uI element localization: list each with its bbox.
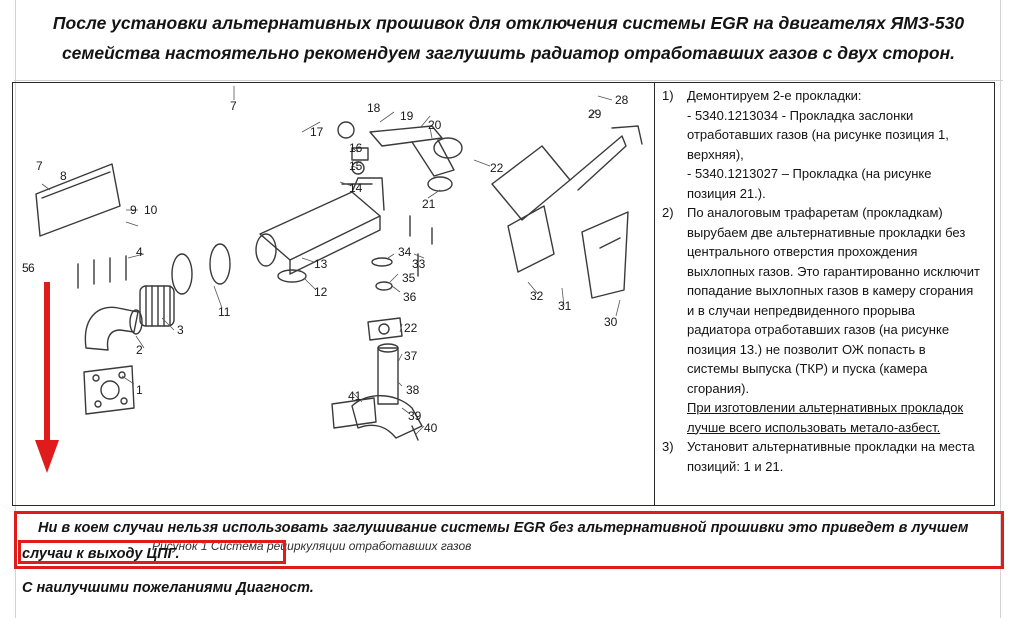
svg-text:12: 12 — [314, 285, 328, 299]
svg-text:30: 30 — [604, 315, 618, 329]
svg-text:14: 14 — [349, 181, 363, 195]
gasket-part-1 — [83, 365, 135, 415]
svg-text:17: 17 — [310, 125, 324, 139]
svg-text:11: 11 — [218, 305, 231, 319]
connecting-pipe-part — [377, 347, 399, 405]
egr-system-figure: 7 17 18 19 20 16 15 14 21 22 28 29 30 31… — [22, 86, 647, 553]
header-rule — [14, 80, 1003, 81]
svg-text:16: 16 — [349, 141, 363, 155]
svg-text:4: 4 — [136, 245, 143, 259]
svg-text:6: 6 — [28, 261, 35, 275]
step-number: 3) — [662, 439, 674, 454]
step-number: 2) — [662, 205, 674, 220]
svg-text:40: 40 — [424, 421, 438, 435]
elbow-pipe-part — [84, 306, 139, 351]
svg-text:19: 19 — [400, 109, 414, 123]
step-1: 1) Демонтируем 2-е прокладки: - 5340.121… — [662, 86, 980, 203]
red-down-arrow-icon — [35, 282, 59, 473]
svg-text:38: 38 — [406, 383, 420, 397]
svg-text:18: 18 — [367, 101, 381, 115]
o-ring-part — [337, 121, 355, 139]
step-2: 2) По аналоговым трафаретам (прокладкам)… — [662, 203, 980, 437]
svg-text:13: 13 — [314, 257, 328, 271]
instruction-steps: 1) Демонтируем 2-е прокладки: - 5340.121… — [662, 86, 980, 476]
svg-text:1: 1 — [136, 383, 143, 397]
svg-text:20: 20 — [428, 118, 442, 132]
svg-text:15: 15 — [349, 159, 363, 173]
egr-valve-part — [491, 145, 571, 221]
step-number: 1) — [662, 88, 674, 103]
svg-text:9: 9 — [130, 203, 137, 217]
svg-text:39: 39 — [408, 409, 422, 423]
svg-text:32: 32 — [530, 289, 544, 303]
svg-text:28: 28 — [615, 93, 629, 107]
seal-ring-part — [277, 269, 307, 283]
svg-text:7: 7 — [36, 159, 43, 173]
svg-text:34: 34 — [398, 245, 412, 259]
svg-text:3: 3 — [177, 323, 184, 337]
signoff: С наилучшими пожеланиями Диагност. — [22, 580, 314, 596]
page-title: После установки альтернативных прошивок … — [52, 13, 965, 63]
egr-diagram-drawing: 7 17 18 19 20 16 15 14 21 22 28 29 30 31… — [22, 86, 643, 441]
svg-text:10: 10 — [144, 203, 158, 217]
svg-text:33: 33 — [412, 257, 426, 271]
svg-text:29: 29 — [588, 107, 602, 121]
table-column-divider — [654, 82, 655, 506]
svg-text:36: 36 — [403, 290, 417, 304]
svg-text:22: 22 — [490, 161, 504, 175]
page-edge-left — [15, 0, 16, 618]
heat-shield-part — [35, 163, 121, 237]
step-3: 3) Установит альтернативные прокладки на… — [662, 437, 980, 476]
warning-frame — [14, 511, 1004, 569]
svg-text:22: 22 — [404, 321, 418, 335]
step-note: При изготовлении альтернативных прокладо… — [687, 400, 964, 435]
callout-7-top: 7 — [230, 99, 237, 113]
svg-text:37: 37 — [404, 349, 418, 363]
bellows-part — [139, 285, 175, 327]
clamp-part — [171, 253, 193, 295]
step-line: - 5340.1213027 – Прокладка (на рисунке п… — [687, 166, 932, 201]
content-table — [12, 82, 995, 506]
warning-highlight-frame — [18, 540, 286, 564]
svg-text:41: 41 — [348, 389, 362, 403]
exhaust-pipe-part — [369, 125, 443, 147]
egr-cooler-body — [259, 191, 381, 261]
step-text: По аналоговым трафаретам (прокладкам) вы… — [687, 205, 980, 396]
step-text: Установит альтернативные прокладки на ме… — [687, 439, 975, 474]
page-edge-right — [1000, 0, 1001, 618]
svg-text:31: 31 — [558, 299, 572, 313]
warning-text: Ни в коем случаи нельзя использовать заг… — [22, 515, 998, 567]
step-line: - 5340.1213034 - Прокладка заслонки отра… — [687, 107, 949, 162]
svg-text:21: 21 — [422, 197, 436, 211]
svg-text:5: 5 — [22, 261, 29, 275]
svg-text:2: 2 — [136, 343, 143, 357]
step-line: Демонтируем 2-е прокладки: — [687, 88, 862, 103]
warning-message: Ни в коем случаи нельзя использовать заг… — [22, 520, 969, 562]
svg-text:8: 8 — [60, 169, 67, 183]
svg-text:35: 35 — [402, 271, 416, 285]
